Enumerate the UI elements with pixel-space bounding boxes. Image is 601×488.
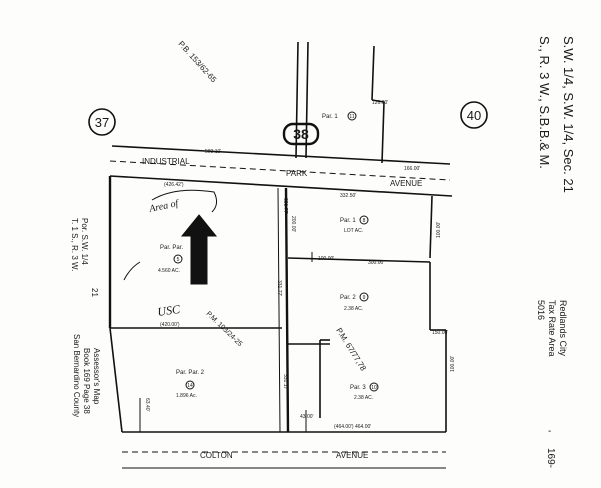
street-colton: COLTON bbox=[200, 451, 233, 460]
side-left-line1: Por. S.W. 1/4 bbox=[80, 218, 89, 265]
right-parcel-east-line bbox=[429, 195, 433, 259]
header-line1: S.W. 1/4, S.W. 1/4, Sec. 21 bbox=[561, 36, 576, 193]
page-corner-label: 169- bbox=[545, 448, 556, 468]
top-parcel-west-line-2 bbox=[305, 41, 309, 159]
handwritten-scribble bbox=[151, 189, 218, 213]
side-right-line1: Redlands City bbox=[558, 300, 568, 357]
par2-num: 9 bbox=[363, 295, 366, 301]
dim-d1: 503.10' bbox=[205, 149, 221, 155]
side-left-line3: 21 bbox=[90, 288, 99, 297]
industrial-ave-south-line bbox=[109, 175, 453, 197]
adjacent-map-40: 40 bbox=[467, 108, 481, 123]
top-parcel-num: 11 bbox=[349, 114, 354, 120]
dim-d6: 126.00' bbox=[372, 100, 388, 106]
par2-num-circle bbox=[359, 292, 369, 302]
dim-d16: 43.00' bbox=[300, 414, 314, 420]
reference-pb: P.B. 153/62-65 bbox=[177, 39, 219, 84]
street-park: PARK bbox=[286, 169, 308, 178]
dim-d12: 150.00' bbox=[432, 330, 448, 336]
dash-right: - bbox=[548, 426, 551, 437]
right-parcel-south-line bbox=[287, 257, 431, 263]
left-parcel-num: 5 bbox=[177, 257, 180, 263]
dim-d11: 331.77' bbox=[282, 198, 288, 214]
right-parcel-num-circle bbox=[359, 215, 369, 225]
dim-d13: 100.00' bbox=[450, 356, 456, 372]
bottom-left-parcel-num: 14 bbox=[187, 383, 193, 389]
industrial-ave-centerline bbox=[109, 160, 451, 181]
par3-area: 2.38 AC. bbox=[354, 395, 373, 401]
side-left-block: Por. S.W. 1/4 T. 1 S., R. 3 W. 21 bbox=[70, 218, 99, 297]
dim-d10: (464.00') 464.00' bbox=[334, 424, 371, 430]
left-west-boundary-lower bbox=[109, 327, 123, 433]
adjacent-map-40-circle bbox=[460, 101, 488, 129]
top-parcel-west-line bbox=[295, 41, 299, 159]
dim-d15: 331.17' bbox=[282, 374, 288, 390]
header-block: S.W. 1/4, S.W. 1/4, Sec. 21 S., R. 3 W.,… bbox=[537, 36, 576, 193]
central-divider-inner bbox=[277, 187, 281, 433]
assessor-line3: San Bernardino County bbox=[72, 334, 81, 417]
side-right-line3: 5016 bbox=[536, 300, 546, 320]
dim-d9: 100.00' bbox=[436, 222, 442, 238]
assessor-line1: Assessor's Map bbox=[92, 348, 101, 405]
par2-area: 2.38 AC. bbox=[344, 306, 363, 312]
dim-d5: 200.00' bbox=[290, 216, 296, 232]
par2-label: Par. 2 bbox=[340, 295, 356, 301]
street-industrial: INDUSTRIAL bbox=[142, 157, 190, 166]
right-parcel-label: Par. 1 bbox=[340, 218, 356, 224]
handwritten-bottom: USC bbox=[156, 302, 181, 319]
par3-num-circle bbox=[369, 382, 379, 392]
adjacent-map-37-circle bbox=[88, 108, 116, 136]
top-parcel-east-line-lower bbox=[381, 101, 385, 164]
page-badge-frame bbox=[282, 122, 320, 146]
page-badge: 38 bbox=[293, 126, 309, 142]
header-line2: S., R. 3 W., S.B.B.& M. bbox=[537, 36, 552, 169]
side-left-line2: T. 1 S., R. 3 W. bbox=[70, 218, 79, 271]
bottom-left-parcel-num-circle bbox=[185, 380, 195, 390]
dim-d3: 332.50' bbox=[340, 193, 356, 199]
left-parcel-num-circle bbox=[173, 254, 183, 264]
side-right-block: Redlands City Tax Rate Area 5016 bbox=[536, 300, 568, 357]
assessor-line2: Book 169 Page 38 bbox=[82, 348, 91, 414]
central-divider-line bbox=[284, 187, 290, 433]
par3-label: Par. 3 bbox=[350, 385, 366, 391]
par3-num: 10 bbox=[371, 385, 377, 391]
top-parcel-jog bbox=[371, 99, 385, 103]
top-parcel-num-circle bbox=[347, 111, 357, 121]
arrow-up-icon bbox=[180, 214, 218, 285]
industrial-ave-north-line bbox=[111, 145, 451, 165]
top-parcel-east-line bbox=[371, 45, 375, 101]
bottom-left-parcel-label: Par. Par. 2 bbox=[176, 370, 205, 376]
adjacent-map-37: 37 bbox=[95, 115, 109, 130]
dim-d18: 331.77' bbox=[276, 280, 282, 296]
street-avenue-top: AVENUE bbox=[390, 179, 422, 188]
bottom-left-parcel-area: 1.896 Ac. bbox=[176, 393, 197, 399]
left-parcel-label: Par. Par. bbox=[160, 245, 183, 251]
assessor-block: Assessor's Map Book 169 Page 38 San Bern… bbox=[72, 334, 101, 417]
handwritten-top: Area of bbox=[147, 198, 180, 215]
reference-pm2: P.M. 103/24-25 bbox=[205, 310, 244, 348]
right-parcel-num: 8 bbox=[363, 218, 366, 224]
dim-d14: 63.40' bbox=[144, 398, 150, 412]
dim-d4: 300.00' bbox=[368, 260, 384, 266]
reference-pm: P.M. 67/77,78 bbox=[334, 326, 368, 373]
handwritten-stroke bbox=[123, 261, 141, 281]
dim-d17: 100.00' bbox=[318, 256, 334, 262]
left-parcel-area: 4.560 AC. bbox=[158, 268, 180, 274]
dim-d7: (426.42') bbox=[164, 182, 184, 188]
right-parcel-area: LOT AC. bbox=[344, 228, 363, 234]
dim-d8: (420.00') bbox=[160, 322, 180, 328]
side-right-line2: Tax Rate Area bbox=[547, 300, 557, 357]
dim-d2: 166.00' bbox=[404, 166, 420, 172]
street-avenue-bottom: AVENUE bbox=[336, 451, 368, 460]
top-parcel-label: Par. 1 bbox=[322, 114, 338, 120]
